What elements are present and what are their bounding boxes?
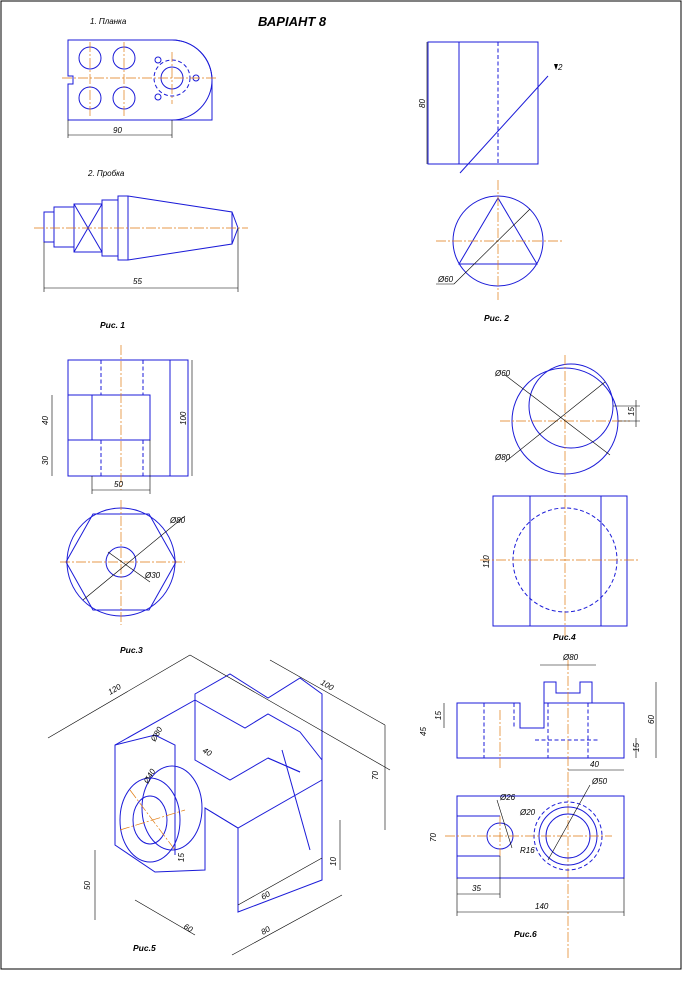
fig3-dim-d30: Ø30	[144, 571, 161, 580]
fig5-dim-120: 120	[107, 682, 124, 697]
fig3-caption: Рис.3	[120, 645, 143, 655]
fig1-dim-55: 55	[133, 277, 142, 286]
fig6-dim-45: 45	[419, 727, 428, 736]
fig5-dim-100: 100	[319, 678, 336, 693]
fig6-dim-15b: 15	[632, 743, 641, 752]
fig4-dim-d60: Ø60	[494, 369, 511, 378]
fig4-dim-d80: Ø80	[494, 453, 511, 462]
sheet-frame	[0, 0, 682, 970]
fig6-dim-70: 70	[429, 833, 438, 842]
fig3: 50 40 30 100 Ø80 Ø30 Рис.3	[41, 345, 193, 655]
fig6-caption: Рис.6	[514, 929, 537, 939]
fig2: 80 2 Ø60 Рис. 2	[418, 41, 563, 323]
fig5-dim-50: 50	[83, 881, 92, 890]
fig5-dim-60a: 60	[182, 922, 195, 935]
fig5-dim-40: 40	[201, 746, 214, 759]
fig6: Ø80 15 45 60 15 40 Ø50 Ø26 Ø20 R16 70 35…	[419, 653, 657, 960]
fig6-dim-140: 140	[535, 902, 549, 911]
fig1-probka: 2. Пробка 55 Рис. 1	[34, 169, 248, 330]
fig6-dim-35: 35	[472, 884, 481, 893]
fig3-dim-100: 100	[179, 411, 188, 425]
fig2-caption: Рис. 2	[484, 313, 509, 323]
fig5-dim-d40: Ø40	[141, 767, 157, 786]
fig3-dim-50: 50	[114, 480, 123, 489]
fig2-dim-2: 2	[557, 63, 563, 72]
fig6-dim-d26: Ø26	[499, 793, 516, 802]
fig2-dim-d60: Ø60	[437, 275, 454, 284]
fig3-dim-d80: Ø80	[169, 516, 186, 525]
fig6-dim-d50: Ø50	[591, 777, 608, 786]
fig4: Ø60 Ø80 15 110 Рис.4	[480, 355, 640, 642]
fig5-dim-d80: Ø80	[148, 725, 164, 744]
fig3-dim-30: 30	[41, 456, 50, 465]
fig6-dim-r16: R16	[520, 846, 535, 855]
fig5-caption: Рис.5	[133, 943, 156, 953]
fig6-dim-15a: 15	[434, 711, 443, 720]
fig1-caption: Рис. 1	[100, 320, 125, 330]
fig5-dim-10: 10	[329, 857, 338, 866]
fig6-dim-40: 40	[590, 760, 599, 769]
fig6-dim-60: 60	[647, 715, 656, 724]
part2-label: 2. Пробка	[87, 169, 125, 178]
fig6-dim-d80: Ø80	[562, 653, 579, 662]
fig4-dim-110: 110	[482, 555, 491, 568]
fig5-dim-70: 70	[371, 771, 380, 780]
fig5-dim-15: 15	[177, 853, 186, 862]
fig6-dim-d20: Ø20	[519, 808, 536, 817]
fig5: 120 100 70 40 Ø80 Ø40 15 50 60 60 80 10 …	[47, 654, 391, 956]
fig4-dim-15: 15	[627, 407, 636, 416]
fig5-dim-80: 80	[260, 924, 273, 937]
fig1-planka: 1. Планка 90	[62, 17, 216, 138]
fig3-dim-40: 40	[41, 416, 50, 425]
fig2-dim-80: 80	[418, 99, 427, 108]
part1-label: 1. Планка	[90, 17, 127, 26]
fig1-dim-90: 90	[113, 126, 122, 135]
fig4-caption: Рис.4	[553, 632, 576, 642]
variant-title: ВАРІАНТ 8	[258, 14, 327, 29]
